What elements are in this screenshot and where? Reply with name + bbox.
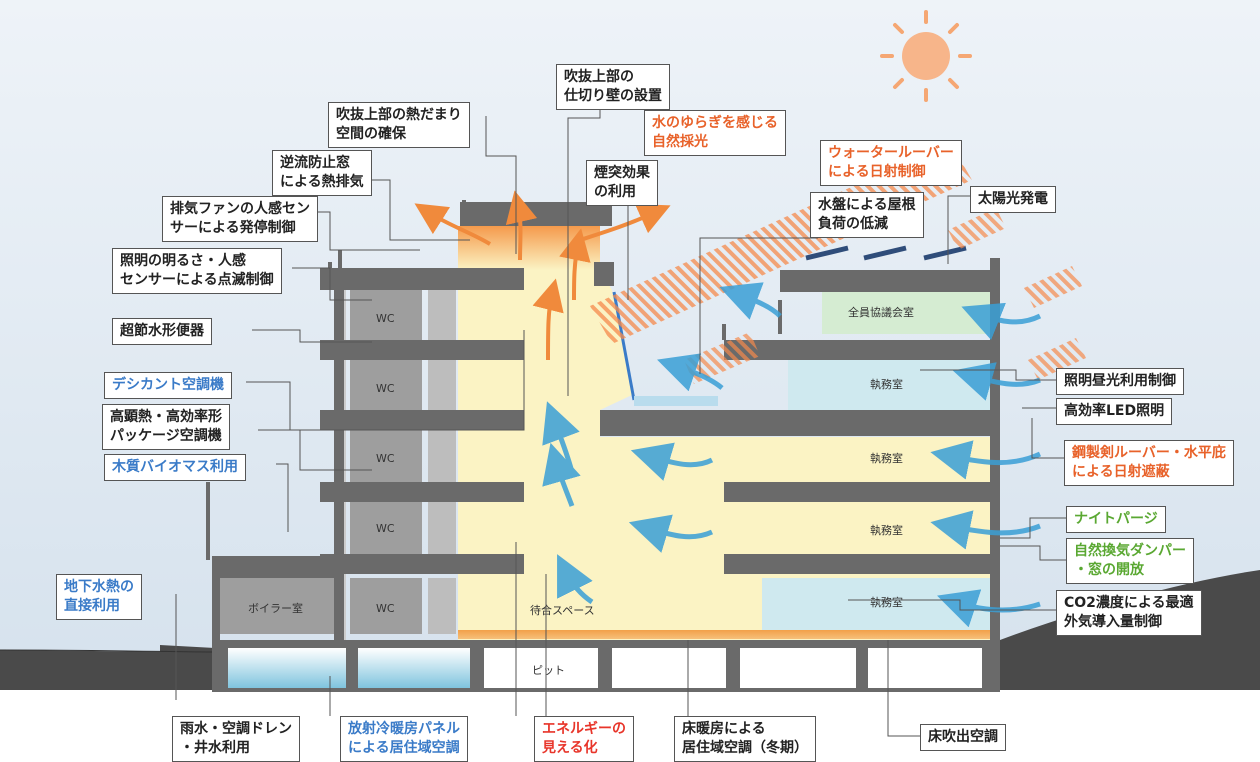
room-boiler: ボイラー室 <box>248 601 303 615</box>
label-co2: CO2濃度による最適外気導入量制御 <box>1056 590 1202 636</box>
room-office-2: 執務室 <box>870 451 903 465</box>
room-wc-5: WC <box>376 602 395 615</box>
label-floor-supply: 床吹出空調 <box>920 724 1006 751</box>
label-radiant: 放射冷暖房パネルによる居住域空調 <box>340 716 468 762</box>
room-office-3: 執務室 <box>870 523 903 537</box>
label-water-light: 水のゆらぎを感じる自然採光 <box>644 110 786 156</box>
label-stack-effect: 煙突効果の利用 <box>586 160 658 206</box>
water-basin <box>634 396 718 406</box>
label-rainwater: 雨水・空調ドレン・井水利用 <box>172 716 300 762</box>
room-office-4: 執務室 <box>870 595 903 609</box>
exhaust-arrows <box>414 190 671 361</box>
label-biomass: 木質バイオマス利用 <box>104 454 246 481</box>
solar-panels <box>805 245 967 261</box>
label-steel-louver: 鋼製剣ルーバー・水平庇による日射遮蔽 <box>1064 440 1234 486</box>
label-water-saving: 超節水形便器 <box>112 318 212 345</box>
label-water-roof: 水盤による屋根負荷の低減 <box>810 192 924 238</box>
tank-1 <box>228 648 346 688</box>
label-exhaust-fan: 排気ファンの人感センサーによる発停制御 <box>162 196 318 242</box>
label-high-sensible: 高顕熱・高効率形パッケージ空調機 <box>102 404 230 450</box>
room-labels: WC WC WC WC WC ボイラー室 待合スペース ピット 執務室 執務室 … <box>248 305 914 677</box>
room-pit: ピット <box>532 664 565 677</box>
tank-2 <box>358 648 470 688</box>
airflow-arrows <box>542 282 1042 628</box>
room-wc-4: WC <box>376 522 395 535</box>
ground-left <box>0 650 190 690</box>
room-meeting: 全員協議会室 <box>848 305 914 319</box>
label-heat-pool: 吹抜上部の熱だまり空間の確保 <box>328 102 470 148</box>
sun-icon <box>880 10 972 102</box>
room-waiting: 待合スペース <box>530 603 595 617</box>
atrium-space <box>458 252 1000 640</box>
label-natural-vent: 自然換気ダンパー・窓の開放 <box>1066 538 1194 584</box>
label-energy-visual: エネルギーの見える化 <box>534 716 634 762</box>
label-water-louver: ウォータールーバーによる日射制御 <box>820 140 962 186</box>
label-daylight-control: 照明昼光利用制御 <box>1056 368 1184 395</box>
label-solar: 太陽光発電 <box>970 186 1056 213</box>
label-groundwater: 地下水熱の直接利用 <box>56 574 142 620</box>
room-wc-1: WC <box>376 312 395 325</box>
room-wc-2: WC <box>376 382 395 395</box>
label-partition-wall: 吹抜上部の仕切り壁の設置 <box>556 64 670 110</box>
leader-lines <box>175 106 1066 737</box>
label-lighting-sensor: 照明の明るさ・人感センサーによる点滅制御 <box>112 248 282 294</box>
room-wc-3: WC <box>376 452 395 465</box>
floor-heating <box>458 630 1000 639</box>
label-floor-heating: 床暖房による居住域空調（冬期） <box>674 716 816 762</box>
floor-slabs <box>212 202 1000 640</box>
label-led: 高効率LED照明 <box>1056 398 1173 425</box>
room-office-1: 執務室 <box>870 377 903 391</box>
label-night-purge: ナイトパージ <box>1066 506 1166 533</box>
label-desiccant: デシカント空調機 <box>104 372 232 399</box>
label-backflow-window: 逆流防止窓による熱排気 <box>272 150 372 196</box>
